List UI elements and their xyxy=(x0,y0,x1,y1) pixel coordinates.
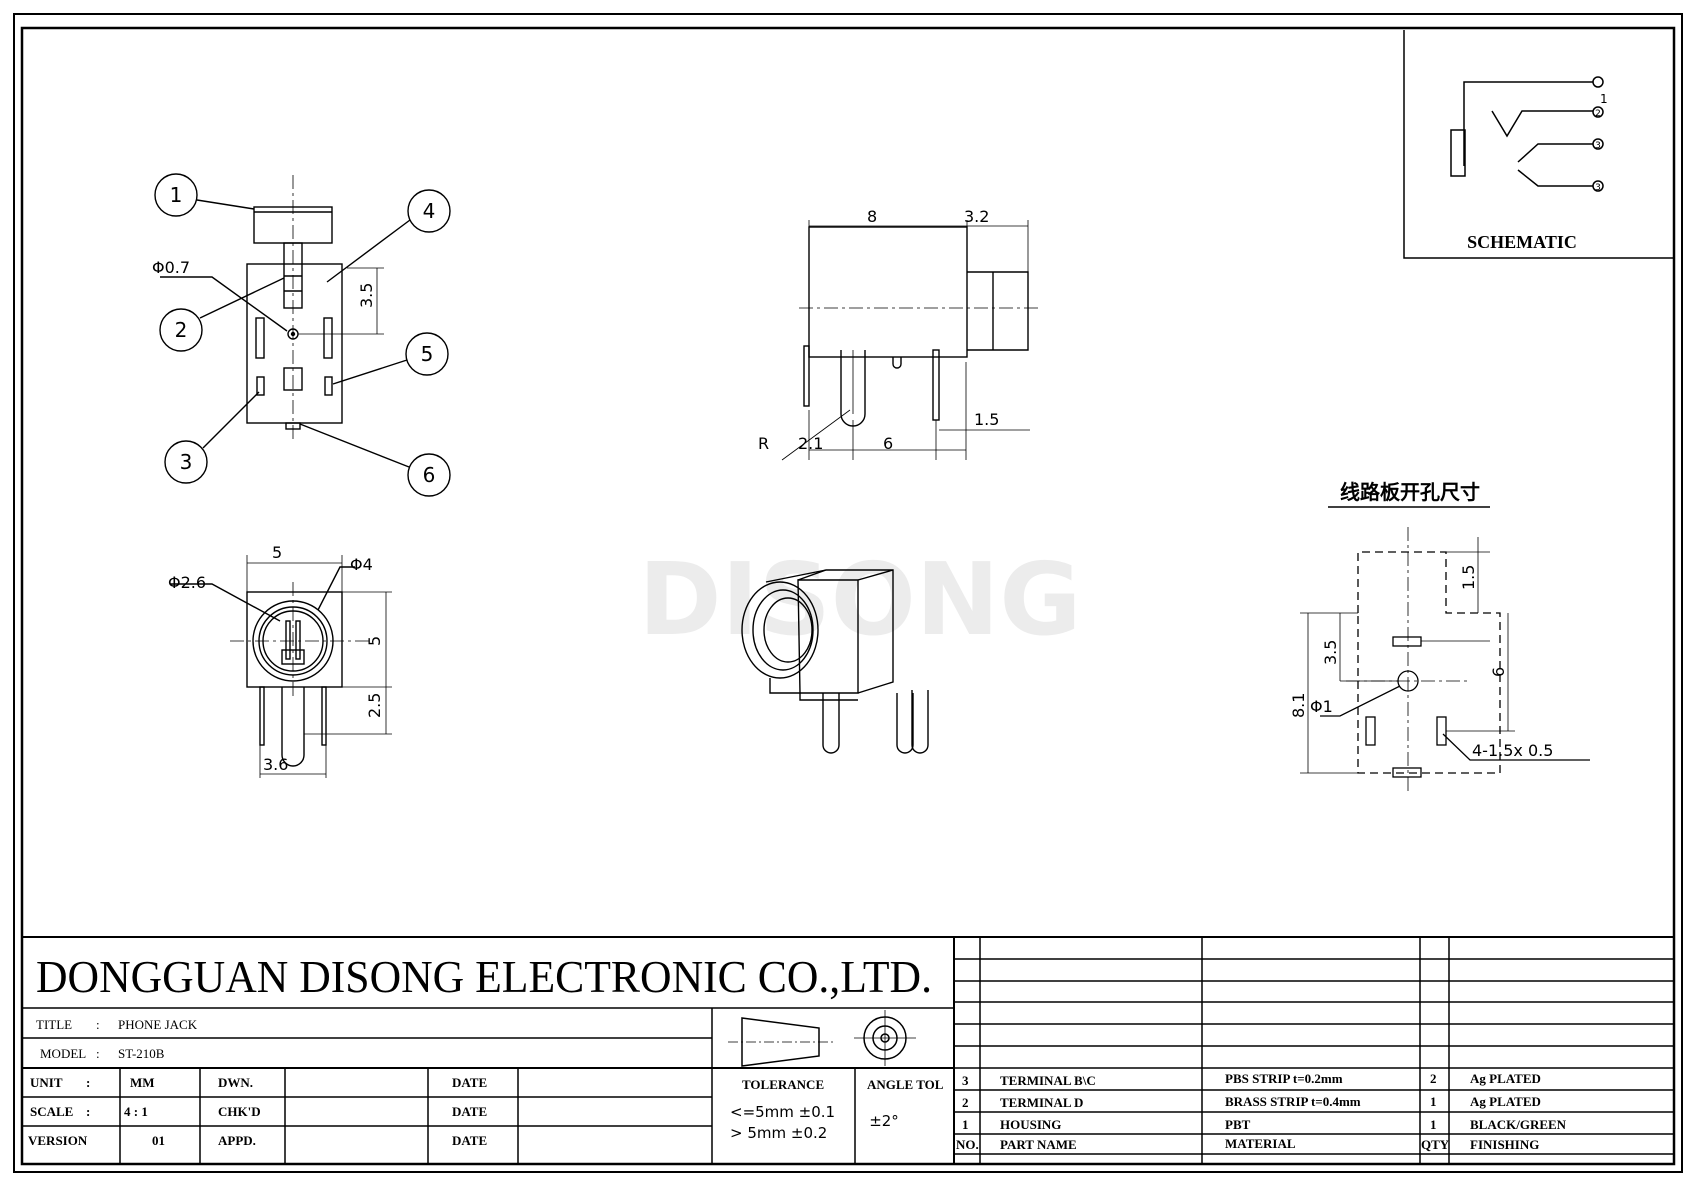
dim-phi26: Φ2.6 xyxy=(168,573,206,592)
chkd-label: CHK'D xyxy=(218,1104,261,1119)
title-sep: : xyxy=(96,1017,100,1032)
dim-8: 8 xyxy=(867,207,877,226)
dim-3-5-pcb: 3.5 xyxy=(1321,640,1340,665)
bom-row3-qty: 2 xyxy=(1430,1071,1437,1086)
unit-sep: : xyxy=(86,1075,90,1090)
bom-row2-name: TERMINAL D xyxy=(1000,1095,1083,1110)
schem-pin-3a: 3 xyxy=(1595,141,1601,151)
bom-row1-name: HOUSING xyxy=(1000,1117,1061,1132)
bom-row2-material: BRASS STRIP t=0.4mm xyxy=(1225,1094,1361,1109)
dim-slot: 4-1.5x 0.5 xyxy=(1472,741,1553,760)
angle-tol-label: ANGLE TOL xyxy=(867,1077,944,1092)
bom-row3-name: TERMINAL B\C xyxy=(1000,1073,1096,1088)
callout-3: 3 xyxy=(180,450,193,474)
bom-header-material: MATERIAL xyxy=(1225,1136,1296,1151)
dim-6-pcb: 6 xyxy=(1489,667,1508,677)
bom-row1-finishing: BLACK/GREEN xyxy=(1470,1117,1567,1132)
pcb-layout xyxy=(1300,527,1590,795)
callout-2: 2 xyxy=(175,318,188,342)
bom-header-finishing: FINISHING xyxy=(1470,1137,1539,1152)
callout-5: 5 xyxy=(421,342,434,366)
date-label-3: DATE xyxy=(452,1133,487,1148)
date-label-1: DATE xyxy=(452,1075,487,1090)
dim-1-5-pcb: 1.5 xyxy=(1459,565,1478,590)
watermark: DISONG xyxy=(638,541,1081,658)
schematic-panel xyxy=(1403,30,1674,259)
scale-value: 4 : 1 xyxy=(124,1104,148,1119)
schem-pin-3b: 3 xyxy=(1595,183,1601,193)
callout-1: 1 xyxy=(170,183,183,207)
version-label: VERSION xyxy=(28,1133,88,1148)
dim-5-right: 5 xyxy=(365,636,384,646)
scale-sep: : xyxy=(86,1104,90,1119)
schem-pin-1: 1 xyxy=(1600,92,1608,106)
unit-label: UNIT xyxy=(30,1075,63,1090)
bom-row2-no: 2 xyxy=(962,1095,969,1110)
callout-6: 6 xyxy=(423,463,436,487)
title-label: TITLE xyxy=(36,1017,72,1032)
bom-row2-qty: 1 xyxy=(1430,1094,1437,1109)
bom-row1-no: 1 xyxy=(962,1117,969,1132)
dim-r: R xyxy=(758,434,769,453)
unit-value: MM xyxy=(130,1075,155,1090)
dwn-label: DWN. xyxy=(218,1075,253,1090)
bom-row2-finishing: Ag PLATED xyxy=(1470,1094,1541,1109)
dim-2-5: 2.5 xyxy=(365,693,384,718)
version-value: 01 xyxy=(152,1133,165,1148)
tolerance-line-1: <=5mm ±0.1 xyxy=(730,1103,835,1121)
model-sep: : xyxy=(96,1046,100,1061)
title-block xyxy=(22,936,1674,1164)
pcb-title: 线路板开孔尺寸 xyxy=(1340,480,1480,504)
bom-header-qty: QTY xyxy=(1421,1137,1450,1152)
model-label: MODEL xyxy=(40,1046,86,1061)
bom-row3-material: PBS STRIP t=0.2mm xyxy=(1225,1071,1343,1086)
schem-pin-2: 2 xyxy=(1595,109,1601,119)
dim-3-5-front: 3.5 xyxy=(357,283,376,308)
appd-label: APPD. xyxy=(218,1133,256,1148)
callout-4: 4 xyxy=(423,199,436,223)
dim-phi4: Φ4 xyxy=(350,555,373,574)
title-value: PHONE JACK xyxy=(118,1017,198,1032)
dim-8-1: 8.1 xyxy=(1289,693,1308,718)
dim-3-2: 3.2 xyxy=(964,207,989,226)
bom-header-no: NO. xyxy=(956,1137,979,1152)
scale-label: SCALE xyxy=(30,1104,73,1119)
dim-2-1: 2.1 xyxy=(798,434,823,453)
bom-row3-finishing: Ag PLATED xyxy=(1470,1071,1541,1086)
bom-row1-material: PBT xyxy=(1225,1117,1251,1132)
schematic-label: SCHEMATIC xyxy=(1467,232,1577,252)
dim-3-6: 3.6 xyxy=(263,755,288,774)
isometric-view xyxy=(741,569,929,754)
tolerance-label: TOLERANCE xyxy=(742,1077,824,1092)
side-view xyxy=(781,220,1040,461)
company-name: DONGGUAN DISONG ELECTRONIC CO.,LTD. xyxy=(36,951,932,1002)
bom-row1-qty: 1 xyxy=(1430,1117,1437,1132)
angle-tol-value: ±2° xyxy=(869,1112,899,1130)
date-label-2: DATE xyxy=(452,1104,487,1119)
bom-row3-no: 3 xyxy=(962,1073,969,1088)
tolerance-line-2: > 5mm ±0.2 xyxy=(730,1124,827,1142)
bom-header-part: PART NAME xyxy=(1000,1137,1077,1152)
model-value: ST-210B xyxy=(118,1046,165,1061)
rear-view xyxy=(170,555,392,778)
dim-phi1: Φ1 xyxy=(1310,697,1333,716)
dim-1-5-side: 1.5 xyxy=(974,410,999,429)
dim-phi07: Φ0.7 xyxy=(152,258,190,277)
dim-5-top: 5 xyxy=(272,543,282,562)
front-view xyxy=(154,173,451,497)
dim-6-side: 6 xyxy=(883,434,893,453)
